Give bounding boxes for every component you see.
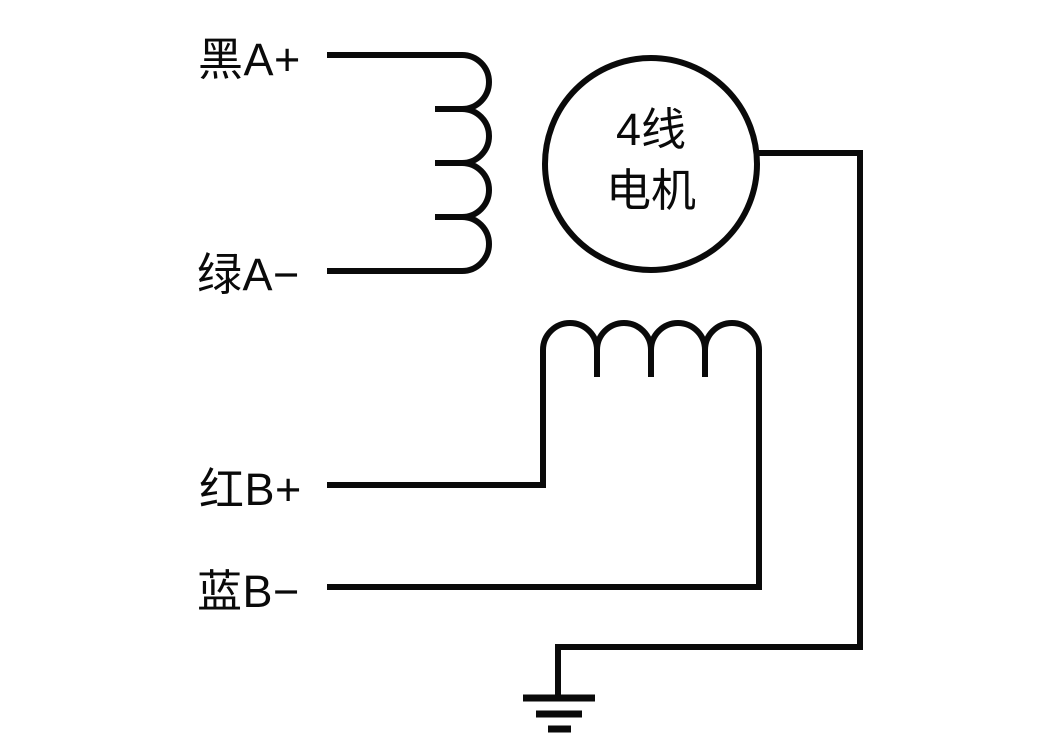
ground-icon <box>523 694 595 733</box>
motor-case-ground-wire <box>555 150 863 698</box>
label-red-b-plus: 红B+ <box>199 463 302 515</box>
motor-label-line2: 电机 <box>605 165 696 216</box>
phase-b-coil <box>327 320 762 590</box>
motor-circle <box>542 55 760 273</box>
phase-a-coil <box>327 52 492 274</box>
motor-label-line1: 4线 <box>615 104 687 155</box>
label-black-a-plus: 黑A+ <box>198 33 301 85</box>
label-blue-b-minus: 蓝B− <box>197 565 300 617</box>
label-green-a-minus: 绿A− <box>197 248 300 300</box>
motor-label: 4线 电机 <box>501 99 801 221</box>
